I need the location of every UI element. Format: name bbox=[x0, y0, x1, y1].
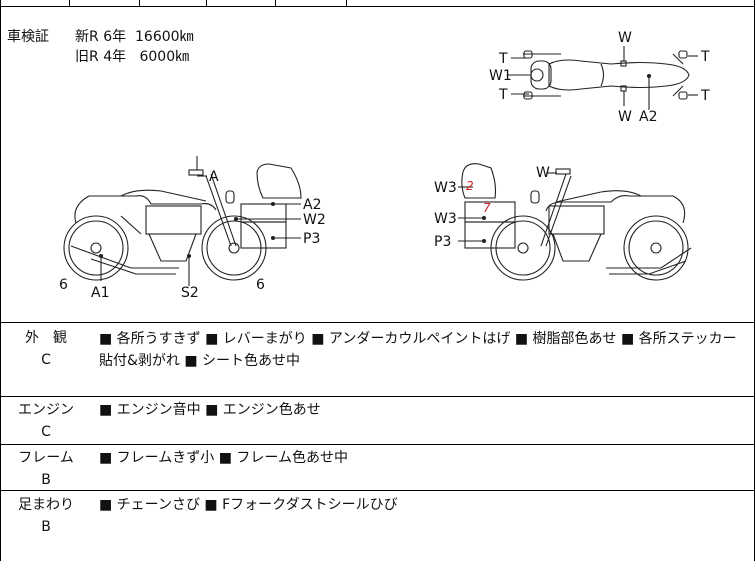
right-side-motorcycle-icon bbox=[458, 163, 692, 281]
section-grade: B bbox=[41, 472, 51, 488]
column-divider bbox=[206, 0, 207, 6]
left-label-6-front: 6 bbox=[59, 277, 68, 293]
registration-info: 車検証 新R 6年 16600㎞ 旧R 4年 6000㎞ bbox=[7, 27, 194, 127]
section-name: フレーム bbox=[18, 450, 74, 466]
registration-line-new: 新R 6年 16600㎞ bbox=[75, 29, 194, 45]
left-label-6-rear: 6 bbox=[256, 277, 265, 293]
section-name: 足まわり bbox=[18, 497, 74, 513]
top-label-w-top: W bbox=[618, 30, 632, 46]
top-table-edge bbox=[1, 0, 754, 7]
top-label-w-bottom: W bbox=[618, 109, 632, 125]
section-grade: C bbox=[41, 424, 51, 440]
top-label-t2: T bbox=[498, 87, 508, 103]
right-label-p3: P3 bbox=[434, 234, 451, 250]
motorcycle-diagrams: T W1 T W T T W A2 A A2 W2 P3 6 A1 S2 6 W… bbox=[59, 30, 710, 301]
section-grade: B bbox=[41, 519, 51, 535]
registration-label: 車検証 bbox=[7, 29, 49, 45]
section-grade: C bbox=[41, 352, 51, 368]
section-description: ■ フレームきず小 ■ フレーム色あせ中 bbox=[99, 450, 348, 466]
left-label-w2: W2 bbox=[303, 212, 326, 228]
red-mark-7: 7 bbox=[483, 201, 491, 215]
top-label-w1: W1 bbox=[489, 68, 512, 84]
right-label-w: W bbox=[536, 165, 550, 181]
section-name: エンジン bbox=[18, 402, 74, 418]
left-label-a1: A1 bbox=[91, 285, 109, 301]
right-label-w3-lower: W3 bbox=[434, 211, 457, 227]
section-engine: エンジン C ■ エンジン音中 ■ エンジン色あせ bbox=[1, 396, 754, 445]
section-description: ■ エンジン音中 ■ エンジン色あせ bbox=[99, 402, 321, 418]
left-label-a2: A2 bbox=[303, 197, 321, 213]
column-divider bbox=[139, 0, 140, 6]
red-mark-2: 2 bbox=[466, 179, 474, 193]
left-side-motorcycle-icon bbox=[63, 156, 302, 286]
top-label-t3: T bbox=[700, 49, 710, 65]
section-exterior: 外 観 C ■ 各所うすきず ■ レバーまがり ■ アンダーカウルペイントはげ … bbox=[1, 322, 754, 397]
right-label-w3-upper: W3 bbox=[434, 180, 457, 196]
section-title: フレーム B bbox=[1, 448, 91, 490]
registration-line-old: 旧R 4年 6000㎞ bbox=[75, 49, 190, 65]
section-description: ■ チェーンさび ■ Fフォークダストシールひび bbox=[99, 497, 398, 513]
section-title: エンジン C bbox=[1, 400, 91, 442]
top-label-a2: A2 bbox=[639, 109, 657, 125]
section-frame: フレーム B ■ フレームきず小 ■ フレーム色あせ中 bbox=[1, 444, 754, 491]
left-label-s2: S2 bbox=[181, 285, 199, 301]
column-divider bbox=[69, 0, 70, 6]
section-suspension: 足まわり B ■ チェーンさび ■ Fフォークダストシールひび bbox=[1, 490, 754, 561]
damage-diagram-area: 車検証 新R 6年 16600㎞ 旧R 4年 6000㎞ bbox=[1, 6, 754, 323]
top-label-t1: T bbox=[498, 51, 508, 67]
top-view-motorcycle-icon bbox=[508, 46, 698, 110]
section-name: 外 観 bbox=[25, 330, 67, 346]
top-label-t4: T bbox=[700, 88, 710, 104]
left-label-p3: P3 bbox=[303, 231, 320, 247]
left-label-a: A bbox=[209, 169, 219, 185]
column-divider bbox=[346, 0, 347, 6]
section-title: 外 観 C bbox=[1, 328, 91, 370]
section-title: 足まわり B bbox=[1, 495, 91, 537]
section-description: ■ 各所うすきず ■ レバーまがり ■ アンダーカウルペイントはげ ■ 樹脂部色… bbox=[99, 331, 737, 369]
column-divider bbox=[275, 0, 276, 6]
